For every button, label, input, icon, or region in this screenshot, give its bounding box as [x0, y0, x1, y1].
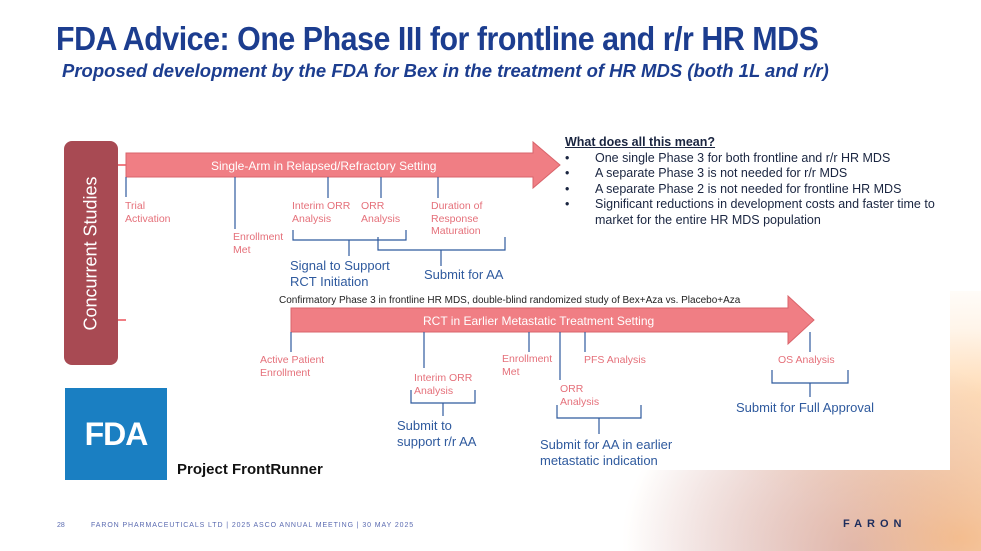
- outcome-submit-full: Submit for Full Approval: [736, 400, 875, 415]
- bullet-icon: •: [565, 150, 570, 165]
- milestone-orr-bottom: ORR Analysis: [560, 383, 600, 408]
- info-box-title: What does all this mean?: [565, 135, 716, 149]
- slide-subtitle: Proposed development by the FDA for Bex …: [62, 60, 829, 81]
- info-box-item: •A separate Phase 3 is not needed for r/…: [565, 166, 848, 180]
- bottom-track-arrow: [290, 294, 815, 346]
- bottom-track-arrow-label: RCT in Earlier Metastatic Treatment Sett…: [423, 314, 655, 328]
- milestone-duration: Duration of Response Maturation: [431, 200, 483, 237]
- bullet-icon: •: [565, 166, 570, 180]
- outcome-submit-earlier: Submit for AA in earlier metastatic indi…: [540, 437, 673, 468]
- milestone-enrollment-met-bottom: Enrollment Met: [502, 353, 553, 378]
- bullet-icon: •: [565, 181, 570, 196]
- info-box-item: •Significant reductions in development c…: [565, 197, 935, 227]
- outcome-submit-aa: Submit for AA: [424, 267, 504, 282]
- top-track-arrow-label: Single-Arm in Relapsed/Refractory Settin…: [211, 159, 437, 173]
- outcome-submit-rr: Submit to support r/r AA: [397, 418, 477, 449]
- milestone-orr: ORR Analysis: [361, 200, 401, 225]
- milestone-pfs: PFS Analysis: [584, 354, 646, 366]
- info-box-item: •One single Phase 3 for both frontline a…: [565, 150, 891, 165]
- info-box-list: •One single Phase 3 for both frontline a…: [565, 151, 945, 229]
- page-number: 28: [57, 522, 65, 529]
- milestone-enrollment-met: Enrollment Met: [233, 231, 284, 256]
- diagram-panel: [60, 130, 950, 470]
- milestone-active-enrollment: Active Patient Enrollment: [260, 354, 325, 379]
- info-box-item: •A separate Phase 2 is not needed for fr…: [565, 181, 902, 196]
- slide-title: FDA Advice: One Phase III for frontline …: [56, 20, 819, 57]
- milestone-trial-activation: Trial Activation: [125, 200, 171, 225]
- concurrent-studies-label: Concurrent Studies: [64, 141, 118, 365]
- footer-text: FARON PHARMACEUTICALS LTD | 2025 ASCO AN…: [91, 522, 415, 529]
- fda-logo: FDA: [65, 388, 167, 480]
- project-frontrunner-label: Project FrontRunner: [177, 461, 323, 478]
- confirmatory-description: Confirmatory Phase 3 in frontline HR MDS…: [279, 295, 741, 306]
- faron-logo: FARON: [843, 518, 907, 530]
- top-track-arrow: [125, 140, 561, 190]
- milestone-interim-orr-bottom: Interim ORR Analysis: [414, 372, 473, 397]
- info-box: What does all this mean? •One single Pha…: [565, 135, 945, 228]
- bracket-signal: [292, 230, 407, 241]
- milestone-os: OS Analysis: [778, 354, 835, 366]
- bracket-submit-aa: [377, 237, 506, 251]
- bullet-icon: •: [565, 197, 570, 211]
- outcome-signal: Signal to Support RCT Initiation: [290, 258, 390, 289]
- milestone-interim-orr: Interim ORR Analysis: [292, 200, 351, 225]
- bracket-submit-full: [771, 370, 849, 384]
- fda-logo-text: FDA: [84, 415, 149, 452]
